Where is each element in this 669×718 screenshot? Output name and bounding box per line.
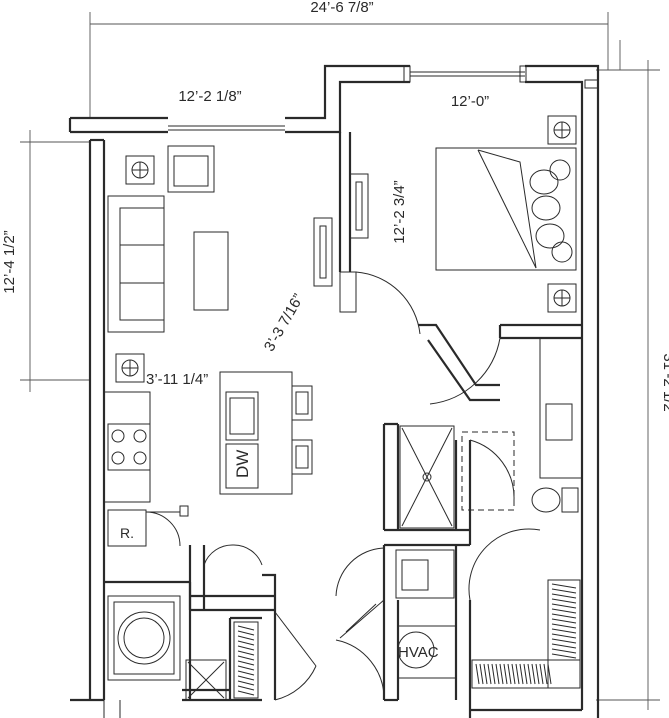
hanger-line xyxy=(237,665,255,671)
sofa xyxy=(107,195,165,333)
refrigerator-label: R. xyxy=(120,525,134,541)
bath-door-swing xyxy=(469,439,515,501)
hanger-line xyxy=(237,655,255,661)
hanger-line xyxy=(551,638,577,644)
bedroom xyxy=(349,115,577,405)
water-heater xyxy=(185,659,227,701)
coffee-table xyxy=(193,231,229,311)
hanger-line xyxy=(237,670,255,676)
closet-door-swing xyxy=(468,528,541,601)
hanger-line xyxy=(551,633,577,639)
living-room xyxy=(107,145,333,383)
hanger-line xyxy=(551,608,577,614)
hanger-line xyxy=(237,625,255,631)
tv-console xyxy=(313,217,333,287)
walk-in-closet xyxy=(471,579,581,689)
dishwasher-label: DW xyxy=(233,450,252,478)
hanger-line xyxy=(479,663,484,685)
entry-door xyxy=(103,700,121,718)
vent-icon xyxy=(547,115,577,145)
hanger-line xyxy=(527,663,532,685)
hanger-line xyxy=(551,593,577,599)
hanger-line xyxy=(511,663,516,685)
bedroom-door-swing xyxy=(355,271,421,335)
hanger-line xyxy=(551,643,577,649)
living-height-dimension: 12’-4 1/2” xyxy=(1,230,18,293)
hanger-line xyxy=(531,663,536,685)
linen-closet xyxy=(335,547,455,599)
hanger-line xyxy=(551,653,577,659)
dresser xyxy=(349,173,369,239)
hanger-line xyxy=(535,663,540,685)
hanger-line xyxy=(237,630,255,636)
bedroom-width-dimension: 12’-0” xyxy=(451,93,489,110)
interior-walls xyxy=(102,132,582,718)
hvac-label: HVAC xyxy=(398,644,439,661)
vent-icon xyxy=(547,283,577,313)
hanger-line xyxy=(483,663,488,685)
hanger-line xyxy=(237,685,255,691)
hanger-line xyxy=(519,663,524,685)
coat-closet xyxy=(233,611,317,701)
pantry-doors xyxy=(203,544,263,566)
hanger-line xyxy=(551,598,577,604)
hall-door-swing xyxy=(429,337,501,405)
hanger-line xyxy=(495,663,500,685)
hanger-line xyxy=(515,663,520,685)
hanger-line xyxy=(475,663,480,685)
toilet xyxy=(531,487,579,513)
cooktop xyxy=(107,423,151,471)
bed xyxy=(435,147,577,271)
hanger-line xyxy=(237,675,255,681)
hanger-line xyxy=(491,663,496,685)
refrigerator: R. xyxy=(107,505,189,547)
hanger-line xyxy=(551,648,577,654)
washer-dryer xyxy=(107,595,181,681)
bedroom-height-dimension: 12’-2 3/4” xyxy=(391,180,408,243)
vanity xyxy=(539,337,583,479)
hanger-line xyxy=(487,663,492,685)
armchair xyxy=(167,145,215,193)
hanger-line xyxy=(237,650,255,656)
hanger-line xyxy=(551,623,577,629)
hanger-line xyxy=(507,663,512,685)
hanger-line xyxy=(237,645,255,651)
hanger-line xyxy=(551,603,577,609)
hanger-line xyxy=(499,663,504,685)
hanger-line xyxy=(237,660,255,666)
hanger-line xyxy=(237,640,255,646)
bar-stool xyxy=(291,385,313,421)
vent-icon xyxy=(125,155,155,185)
hanger-line xyxy=(237,690,255,696)
hanger-line xyxy=(551,618,577,624)
hanger-line xyxy=(237,680,255,686)
hanger-line xyxy=(551,583,577,589)
kitchen-width-dimension: 3’-11 1/4” xyxy=(146,371,208,388)
closet-rod xyxy=(475,663,552,685)
exterior-walls xyxy=(68,64,600,718)
overall-height-dimension: 31’-2 1/2” xyxy=(660,353,669,416)
hall-width-dimension: 3’-3 7/16” xyxy=(261,291,307,354)
hanger-line xyxy=(551,613,577,619)
bathroom xyxy=(399,337,583,601)
overall-width-dimension: 24’-6 7/8” xyxy=(310,0,373,16)
hanger-line xyxy=(551,588,577,594)
living-width-dimension: 12’-2 1/8” xyxy=(178,88,241,105)
kitchen-island: DW xyxy=(219,371,293,495)
hanger-line xyxy=(543,663,548,685)
hanger-line xyxy=(539,663,544,685)
hvac-unit: HVAC xyxy=(335,599,457,701)
hanger-line xyxy=(237,635,255,641)
kitchen: R. DW xyxy=(103,371,313,547)
hanger-line xyxy=(523,663,528,685)
bar-stool xyxy=(291,439,313,475)
hanger-line xyxy=(551,628,577,634)
vent-icon xyxy=(115,353,145,383)
shower xyxy=(399,425,455,529)
hanger-line xyxy=(503,663,508,685)
dimension-lines xyxy=(20,12,660,710)
